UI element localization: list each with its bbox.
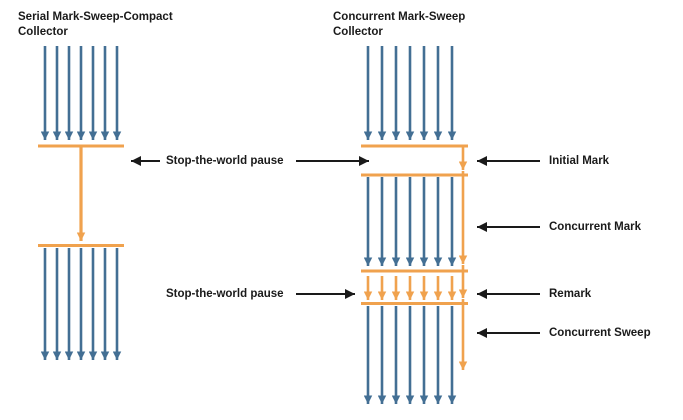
- cms-collector-title-line2: Collector: [333, 25, 383, 38]
- cms-app-threads-concurrent-mark: [363, 177, 457, 266]
- cms-app-threads-top: [363, 46, 457, 140]
- stop-the-world-pause-label-bottom: Stop-the-world pause: [166, 288, 284, 300]
- serial-collector-title-line2: Collector: [18, 25, 68, 38]
- stop-the-world-pause-label-top: Stop-the-world pause: [166, 155, 284, 167]
- cms-collector-title-line1: Concurrent Mark-Sweep: [333, 11, 466, 23]
- concurrent-sweep-label: Concurrent Sweep: [549, 327, 651, 339]
- serial-collector-diagram: [38, 46, 124, 360]
- concurrent-mark-label: Concurrent Mark: [549, 221, 642, 233]
- cms-collector-title: Concurrent Mark-Sweep Collector: [333, 10, 465, 40]
- remark-label: Remark: [549, 288, 592, 300]
- cms-app-threads-bottom: [363, 306, 457, 404]
- serial-app-threads-bottom: [40, 248, 122, 360]
- serial-collector-title-line1: Serial Mark-Sweep-Compact: [18, 11, 173, 23]
- serial-collector-title: Serial Mark-Sweep-Compact Collector: [18, 10, 173, 40]
- remark-gc-threads: [363, 276, 457, 300]
- annotation-arrows: [131, 156, 540, 338]
- cms-collector-diagram: [361, 46, 468, 404]
- serial-app-threads-top: [40, 46, 122, 140]
- initial-mark-label: Initial Mark: [549, 155, 610, 167]
